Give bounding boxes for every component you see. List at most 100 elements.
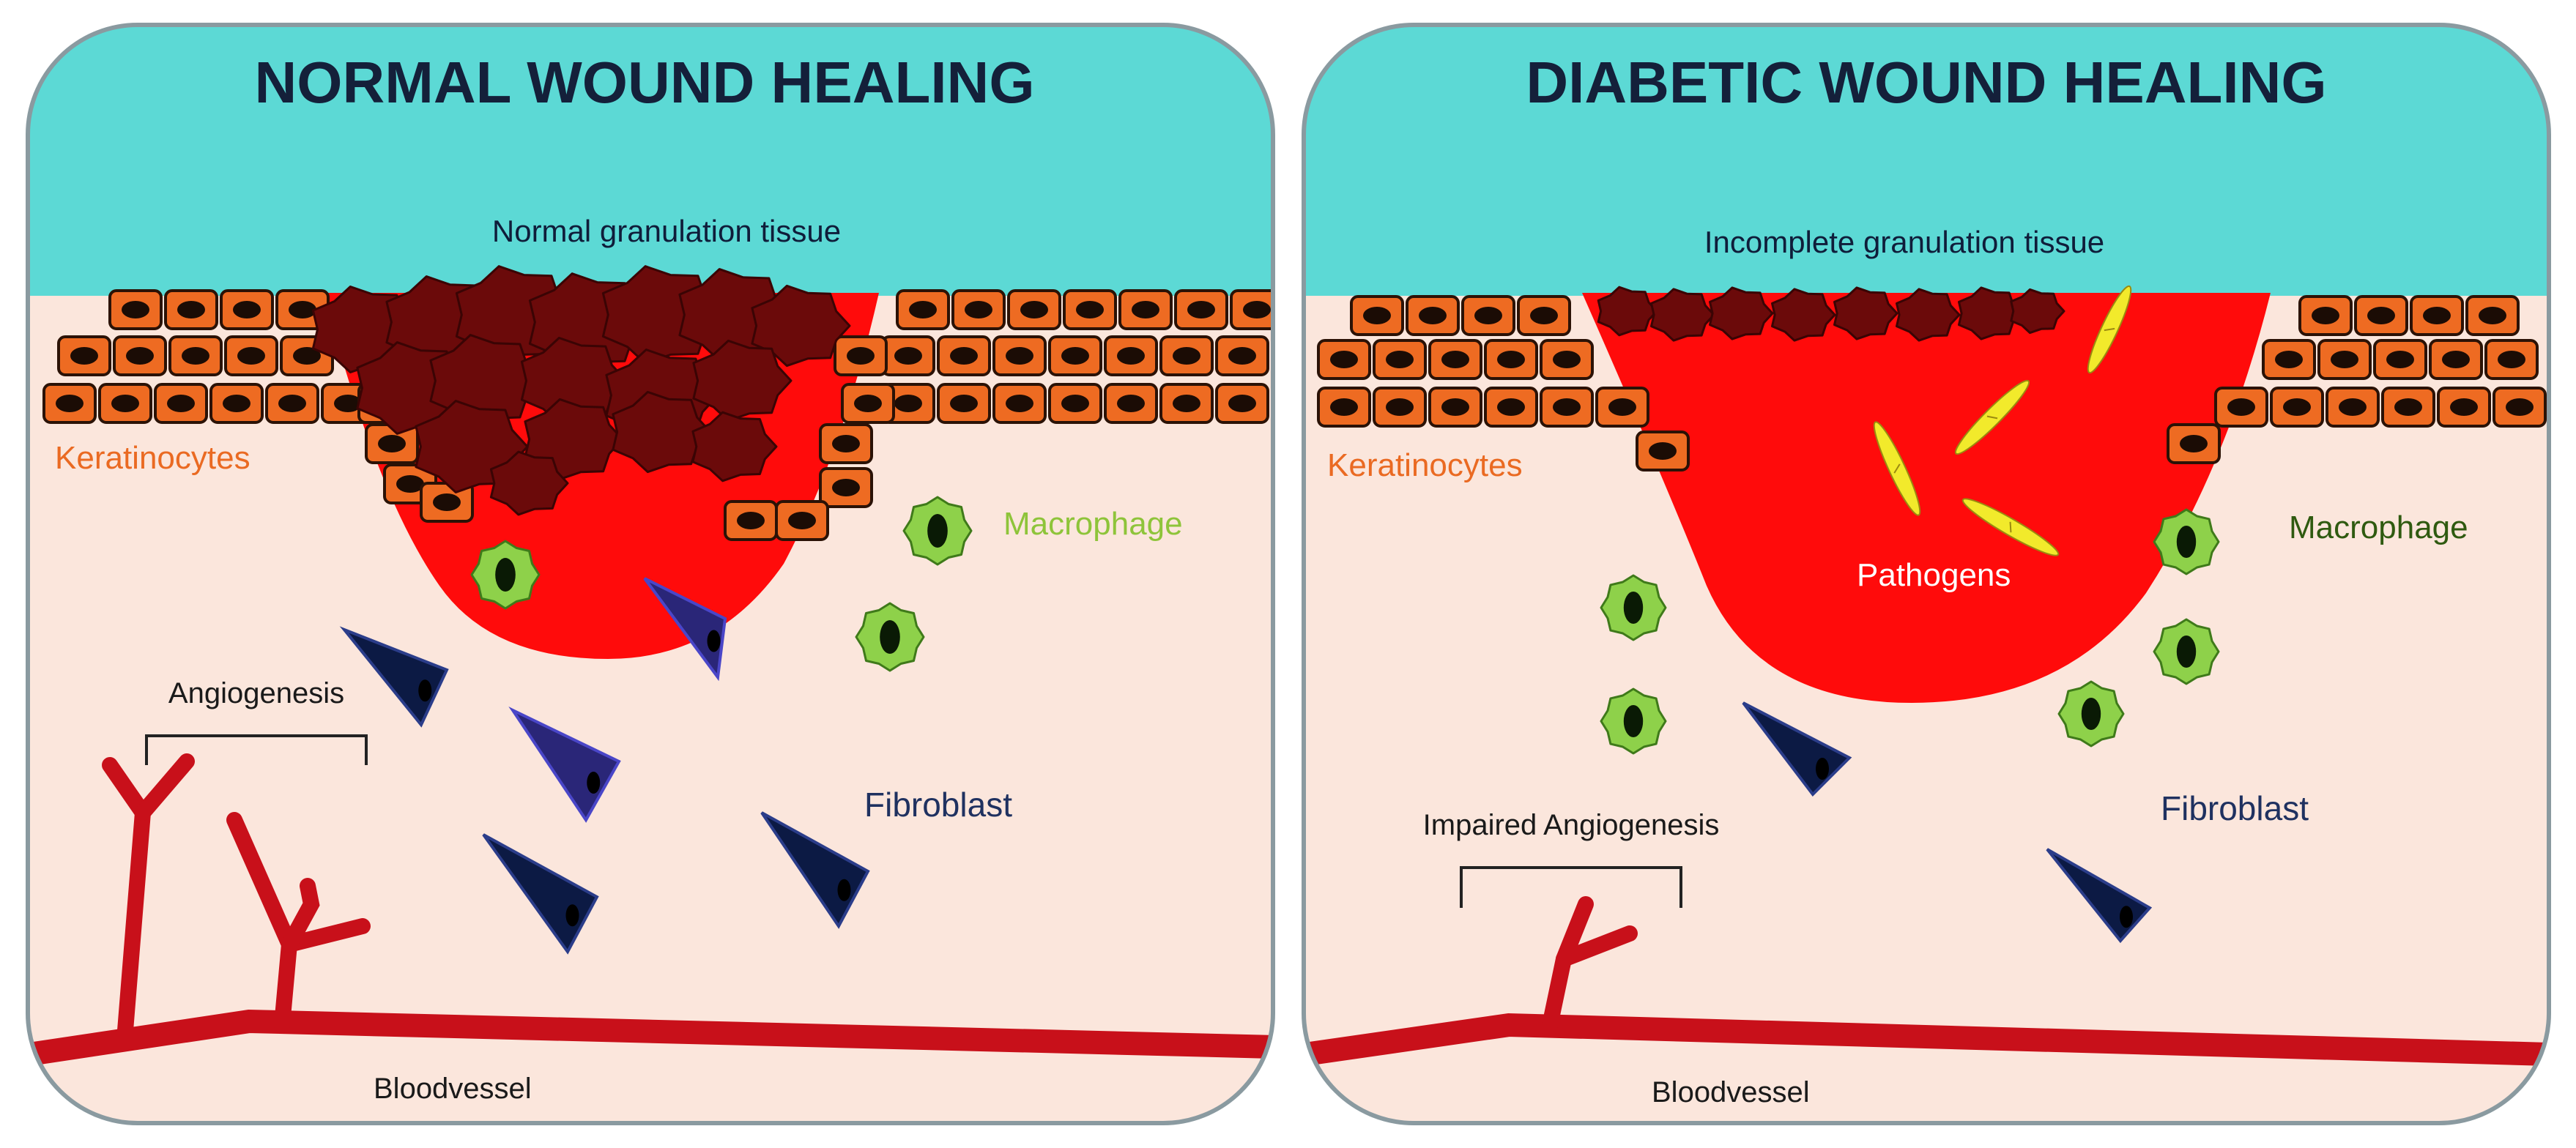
blood-clot-icon [751,284,851,368]
macrophage-cell-icon [2153,618,2220,685]
keratinocyte-cell-icon [164,289,218,330]
keratinocyte-layer [42,289,1273,541]
macrophage-cell-icon [902,496,973,566]
bloodvessel-label: Bloodvessel [1652,1076,1810,1108]
fibroblast-cell-icon [2046,848,2153,944]
panel-normal: NORMAL WOUND HEALING Normal granulation … [26,23,1275,1125]
keratinocyte-cell-icon [1540,387,1594,428]
keratinocyte-cell-icon [1104,383,1158,424]
keratinocyte-cell-icon [896,289,950,330]
blood-clot-icon [1833,286,1898,340]
fibroblast-cell-icon [760,811,870,929]
keratinocyte-cell-icon [1406,295,1460,336]
keratinocyte-cell-icon [1373,339,1427,380]
sky-layer [28,25,1273,296]
keratinocyte-cell-icon [2373,339,2427,380]
keratinocyte-cell-icon [1159,383,1214,424]
keratinocyte-cell-icon [1048,383,1102,424]
keratinocyte-cell-icon [2484,339,2539,380]
keratinocyte-cell-icon [724,500,778,541]
blood-vessel-icon [1304,896,2549,1066]
keratinocyte-cell-icon [1636,430,1690,471]
blood-clot-icon [489,450,569,516]
keratinocyte-cell-icon [1540,339,1594,380]
keratinocytes-label: Keratinocytes [55,440,250,476]
panel-diabetic: DIABETIC WOUND HEALING Incomplete granul… [1302,23,2551,1125]
keratinocyte-cell-icon [1230,289,1273,330]
macrophage-cell-icon [2057,680,2125,748]
blood-clot-icon [692,339,793,422]
keratinocyte-cell-icon [2167,423,2221,464]
pathogen-icon [1873,421,1921,516]
fibroblast-cell-icon [339,626,449,728]
fibroblast-label: Fibroblast [2161,789,2309,827]
keratinocyte-cell-icon [881,335,935,376]
keratinocyte-cell-icon [1428,339,1482,380]
keratinocyte-cell-icon [1007,289,1061,330]
keratinocyte-cell-icon [1595,387,1649,428]
keratinocyte-cell-icon [1484,339,1538,380]
keratinocyte-cell-icon [1215,335,1269,376]
macrophage-cell-icon [470,540,541,610]
keratinocyte-cell-icon [1484,387,1538,428]
keratinocyte-cell-icon [420,482,474,523]
macrophage-cell-icon [855,602,925,672]
macrophage-label: Macrophage [1003,506,1183,542]
keratinocyte-cell-icon [2354,295,2408,336]
keratinocyte-cell-icon [2381,387,2435,428]
blood-clot-icon [1709,286,1774,340]
panel-normal-body [28,25,1273,1123]
keratinocyte-cell-icon [775,500,829,541]
keratinocyte-cell-icon [2270,387,2324,428]
keratinocyte-cell-icon [2262,339,2316,380]
keratinocyte-cell-icon [937,383,991,424]
bloodvessel-label: Bloodvessel [374,1073,532,1105]
keratinocyte-cell-icon [1428,387,1482,428]
keratinocyte-cell-icon [1350,295,1404,336]
angiogenesis-label: Angiogenesis [168,677,344,709]
wound-bed [1582,293,2271,703]
macrophage-label: Macrophage [2289,510,2468,545]
keratinocyte-cell-icon [2326,387,2380,428]
keratinocyte-cell-icon [1063,289,1117,330]
keratinocyte-cell-icon [2429,339,2483,380]
blood-clot-icon [1771,288,1836,342]
keratinocyte-cell-icon [1174,289,1228,330]
granulation-label: Normal granulation tissue [492,214,841,248]
keratinocyte-cell-icon [57,335,111,376]
keratinocyte-cell-icon [1104,335,1158,376]
keratinocyte-cell-icon [992,383,1047,424]
keratinocyte-cell-icon [1317,387,1371,428]
keratinocyte-cell-icon [1517,295,1571,336]
keratinocytes-label: Keratinocytes [1327,447,1523,483]
keratinocyte-cell-icon [992,335,1047,376]
keratinocyte-cell-icon [2493,387,2547,428]
blood-clot-icon [1650,288,1715,342]
fibroblast-cell-icon [643,577,727,682]
fibroblast-label: Fibroblast [864,786,1012,824]
keratinocyte-cell-icon [937,335,991,376]
panel-normal-border [26,23,1275,1125]
keratinocyte-cell-icon [1461,295,1515,336]
keratinocyte-cell-icon [819,467,873,508]
keratinocyte-cell-icon [1118,289,1173,330]
macrophage-cell-icon [2153,508,2220,575]
macrophage-group [1600,508,2220,755]
keratinocyte-cell-icon [2317,339,2372,380]
keratinocyte-cell-icon [108,289,163,330]
keratinocyte-layer [1317,295,2547,471]
keratinocyte-cell-icon [168,335,223,376]
blood-clot-icon [1958,286,2023,340]
keratinocyte-cell-icon [220,289,274,330]
keratinocyte-cell-icon [113,335,167,376]
blood-vessel-icon [28,753,1273,1066]
keratinocyte-cell-icon [1317,339,1371,380]
keratinocyte-cell-icon [1159,335,1214,376]
granulation-label: Incomplete granulation tissue [1704,225,2104,259]
blood-clot-cluster [1597,286,2065,342]
keratinocyte-cell-icon [209,383,264,424]
keratinocyte-cell-icon [819,423,873,464]
keratinocyte-cell-icon [2437,387,2491,428]
pathogens-label: Pathogens [1857,557,2011,593]
blood-clot-icon [2010,288,2065,335]
